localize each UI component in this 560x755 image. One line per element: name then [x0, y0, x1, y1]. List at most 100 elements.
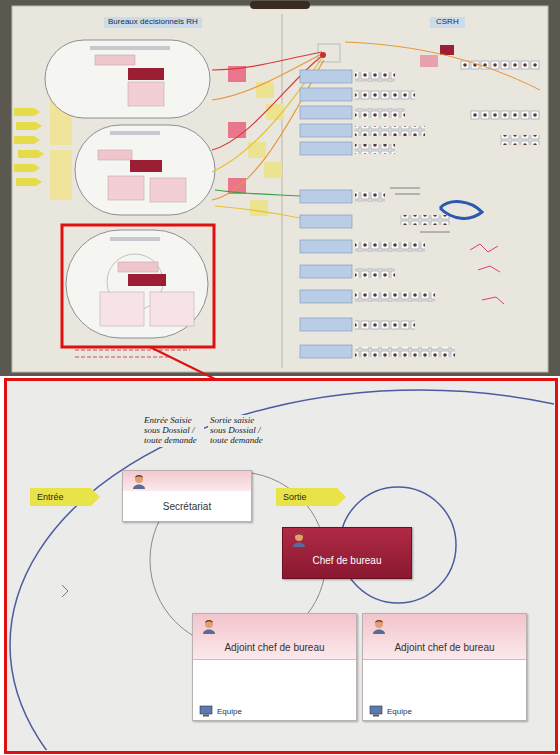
- sticky-note: [248, 142, 266, 158]
- mini-card: [300, 142, 352, 155]
- card-row: [355, 72, 395, 82]
- card-row: [355, 292, 435, 302]
- tag-label: Sortie: [283, 492, 307, 502]
- arrow-tag: Sortie: [276, 488, 346, 506]
- card-header: [123, 471, 251, 491]
- role-card: Secrétariat: [122, 470, 252, 522]
- tag: [18, 150, 44, 158]
- handwritten-note: Sortie saisie sous Dossial / toute deman…: [208, 415, 274, 447]
- pin: [320, 52, 326, 58]
- card-row: [355, 320, 415, 330]
- card-row: [355, 126, 425, 136]
- tag-label: Entrée: [37, 492, 64, 502]
- card-row: [400, 215, 450, 225]
- zoom-panel: [6, 380, 557, 753]
- card-row: [355, 242, 425, 252]
- scribble: [440, 202, 482, 219]
- computer-icon: [199, 705, 213, 717]
- board-heading: Bureaux décisionnels RH: [104, 17, 202, 28]
- icon-body: [133, 485, 145, 490]
- manager-card: Chef de bureau: [282, 527, 412, 579]
- board-clip: [250, 1, 310, 9]
- icon-body: [293, 543, 305, 548]
- icon-hair: [295, 533, 303, 536]
- mini-card: [150, 292, 194, 326]
- mark: [62, 585, 68, 597]
- person-icon: [291, 531, 307, 547]
- computer-icon: [369, 705, 383, 717]
- icon-screen: [200, 706, 212, 714]
- mini-card: [440, 45, 454, 55]
- card-row: [500, 135, 540, 145]
- card-footer: Equipe: [363, 702, 526, 720]
- board: [12, 6, 548, 372]
- mini-card: [128, 82, 164, 106]
- card-row: [355, 268, 395, 278]
- zone-header: [90, 46, 170, 50]
- flow-line: [212, 52, 322, 70]
- zoom-link: [150, 347, 215, 379]
- team-label: Equipe: [217, 707, 242, 716]
- zone-header: [110, 131, 160, 135]
- icon-head: [205, 620, 213, 628]
- icon-hair: [135, 475, 143, 478]
- mini-card: [300, 240, 352, 253]
- card-row: [470, 110, 540, 120]
- person-icon: [371, 618, 387, 634]
- mini-card: [300, 190, 352, 203]
- handwriting: [75, 357, 170, 358]
- card-footer: Equipe: [193, 702, 356, 720]
- tag: [14, 136, 40, 144]
- card-row: [355, 108, 405, 118]
- mini-card: [118, 262, 158, 272]
- mini-card: [300, 290, 352, 303]
- handwritten-note: Entrée Saisie sous Dossial / toute deman…: [142, 415, 204, 447]
- board-heading: CSRH: [430, 17, 465, 28]
- person-icon: [201, 618, 217, 634]
- icon-body: [373, 630, 385, 635]
- highlight-box: [62, 225, 214, 347]
- mini-card: [300, 345, 352, 358]
- card-title: Chef de bureau: [313, 555, 382, 566]
- mini-card: [300, 106, 352, 119]
- arrow-tag: Entrée: [30, 488, 100, 506]
- mini-card: [300, 70, 352, 83]
- mini-card: [128, 274, 166, 286]
- mini-card: [95, 55, 135, 65]
- mini-card: [300, 215, 352, 228]
- icon-head: [375, 620, 383, 628]
- handwriting: [75, 350, 190, 351]
- sticky-note: [50, 150, 72, 200]
- oval-zone: [75, 125, 215, 215]
- card-row: [355, 347, 455, 357]
- tag: [16, 122, 42, 130]
- oval-zone: [66, 230, 208, 338]
- mini-card: [300, 265, 352, 278]
- sticky-note: [264, 162, 282, 178]
- handwriting: [390, 188, 450, 232]
- role-card: Adjoint chef de bureauEquipe: [192, 613, 357, 721]
- flow-line: [215, 190, 300, 196]
- mini-card: [300, 318, 352, 331]
- icon-stand: [203, 715, 209, 717]
- person-icon: [131, 473, 147, 489]
- mini-card: [150, 178, 186, 202]
- icon-screen: [370, 706, 382, 714]
- icon-hair: [205, 620, 213, 623]
- team-label: Equipe: [387, 707, 412, 716]
- photo-ground: [0, 0, 560, 376]
- tag: [14, 164, 40, 172]
- sticky-note: [256, 82, 274, 98]
- oval-zone: [45, 40, 210, 118]
- icon-body: [203, 630, 215, 635]
- mini-card: [300, 88, 352, 101]
- mini-card: [100, 292, 144, 326]
- zone-outline: [10, 390, 554, 750]
- card-body: Secrétariat: [123, 491, 251, 521]
- card-row: [460, 60, 540, 70]
- sticky-note: [228, 122, 246, 138]
- divider: [282, 14, 283, 368]
- role-card: Adjoint chef de bureauEquipe: [362, 613, 527, 721]
- pin-frame: [318, 44, 340, 62]
- card-row: [355, 144, 395, 154]
